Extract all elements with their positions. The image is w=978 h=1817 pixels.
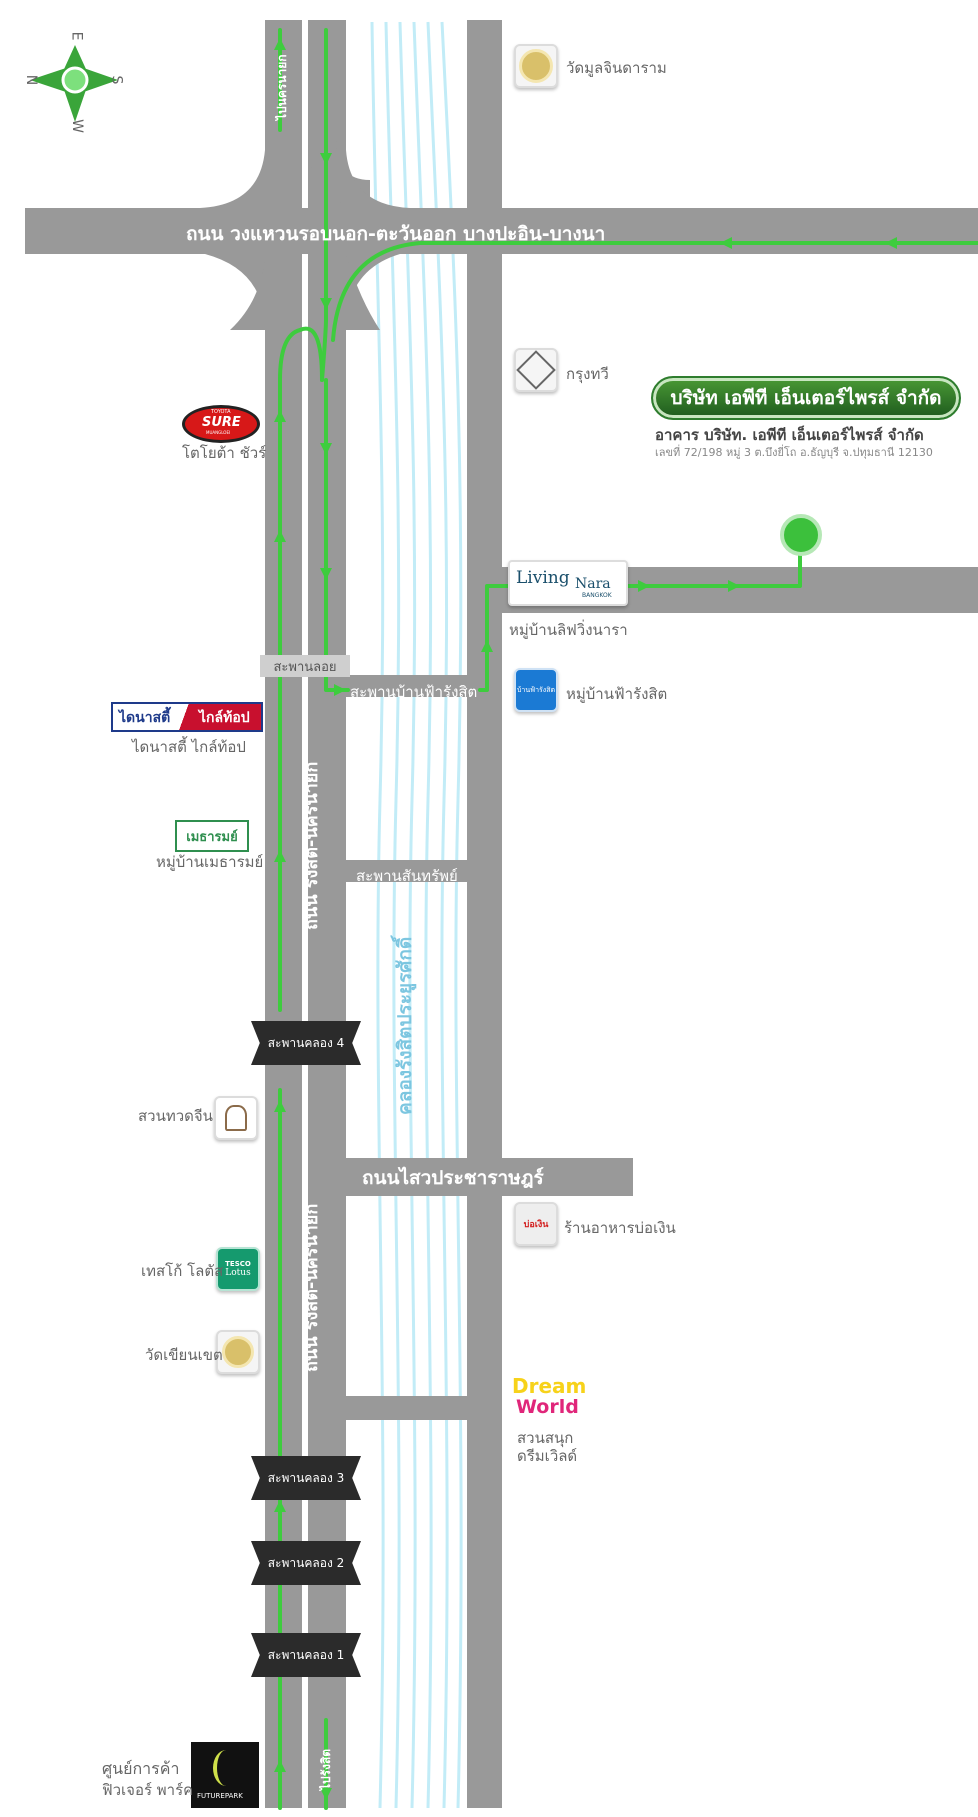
- compass-west: W: [68, 119, 85, 133]
- maethanam-logo: เมธารมย์: [175, 820, 249, 852]
- living-text: Living: [516, 568, 570, 588]
- futurepark-logo-text: FUTUREPARK: [197, 1792, 243, 1800]
- compass-north: N: [23, 74, 40, 86]
- restaurant-label: ร้านอาหารบ่อเงิน: [564, 1219, 676, 1237]
- road-network: [25, 20, 978, 1808]
- destination-marker[interactable]: [780, 514, 822, 556]
- dynasty-label: ไดนาสตี้ ไกล์ท้อป: [132, 738, 246, 756]
- living-nara-logo: Living Nara BANGKOK: [508, 560, 628, 606]
- ring-road-label: ถนน วงแหวนรอบนอก-ตะวันออก บางปะอิน-บางนา: [186, 223, 606, 245]
- route-arrows: [274, 38, 897, 1800]
- dreamworld-label-1: สวนสนุก: [517, 1429, 574, 1447]
- living-sub-text: BANGKOK: [582, 592, 612, 599]
- sai-prachasaat-label: ถนนไสวประชาราษฎร์: [362, 1167, 544, 1189]
- sure-top-text: TOYOTA: [211, 409, 231, 415]
- sure-sub-text: MUANGLOEI: [206, 430, 231, 435]
- maethanam-logo-text: เมธารมย์: [186, 829, 238, 845]
- maethanam-label: หมู่บ้านเมธารมย์: [156, 853, 264, 871]
- krungthavi-label: กรุงทวี: [566, 365, 609, 383]
- krungthavi-logo-icon: [514, 348, 558, 392]
- dreamworld-label-2: ดรีมเวิลด์: [517, 1447, 578, 1465]
- wat-khian-label: วัดเขียนเขต: [145, 1346, 223, 1364]
- living-nara-label: หมู่บ้านลิฟวิ่งนารา: [509, 621, 628, 639]
- restaurant-logo: บ่อเงิน: [514, 1202, 558, 1246]
- canal-water: [370, 21, 463, 1809]
- suan-thuad-logo: [214, 1096, 258, 1140]
- fah-rangsit-village-label: หมู่บ้านฟ้ารังสิต: [566, 685, 668, 703]
- dreamworld-logo: Dream World: [510, 1372, 586, 1422]
- compass-east: E: [68, 31, 85, 41]
- bridge-fah-rangsit: สะพานบ้านฟ้ารังสิต: [350, 683, 478, 701]
- toyota-sure-logo: TOYOTA SURE MUANGLOEI: [182, 405, 260, 443]
- to-nakhon-nayok-label: ไปนครนายก: [275, 54, 289, 120]
- temple-icon: [514, 44, 558, 88]
- dynasty-logo: ไดนาสตี้ ไกล์ท้อป: [111, 702, 263, 732]
- suan-thuad-label: สวนทวดจีน: [138, 1107, 213, 1125]
- route-line: [278, 28, 978, 1810]
- company-badge: บริษัท เอพีที เอ็นเตอร์ไพรส์ จำกัด: [651, 376, 961, 420]
- fah-rangsit-logo: บ้านฟ้ารังสิต: [514, 668, 558, 712]
- dynasty-left-text: ไดนาสตี้: [119, 710, 171, 726]
- company-building: อาคาร บริษัท. เอพีที เอ็นเตอร์ไพรส์ จำกั…: [655, 426, 924, 444]
- restaurant-logo-text: บ่อเงิน: [523, 1220, 549, 1230]
- wat-khian-temple-icon: [216, 1330, 260, 1374]
- compass-icon: [30, 45, 118, 122]
- bridge-khlong-2: สะพานคลอง 2: [251, 1541, 361, 1585]
- futurepark-label-1: ศูนย์การค้า: [102, 1759, 180, 1778]
- fah-rangsit-logo-text: บ้านฟ้ารังสิต: [516, 685, 556, 694]
- bridge-khlong-1: สะพานคลอง 1: [251, 1633, 361, 1677]
- tesco-label: เทสโก้ โลตัส: [141, 1262, 224, 1280]
- wat-mun-label: วัดมูลจินดาราม: [566, 59, 667, 77]
- rangsit-road-upper-label: ถนน รังสิต-นครนายก: [301, 761, 322, 930]
- futurepark-label-2: ฟิวเจอร์ พาร์ค: [102, 1781, 194, 1799]
- nara-text: Nara: [575, 576, 611, 592]
- bridge-khlong-3: สะพานคลอง 3: [251, 1456, 361, 1500]
- toyota-sure-label: โตโยต้า ชัวร์: [182, 444, 267, 462]
- bridge-sap: สะพานสันทรัพย์: [356, 867, 458, 885]
- world-text: World: [516, 1396, 579, 1418]
- sure-main-text: SURE: [202, 415, 241, 430]
- tesco-lotus-logo: TESCO Lotus: [216, 1247, 260, 1291]
- compass-south: S: [108, 75, 125, 85]
- bridge-khlong-4: สะพานคลอง 4: [251, 1021, 361, 1065]
- futurepark-logo: FUTUREPARK: [191, 1742, 259, 1808]
- to-rangsit-label: ไปรังสิต: [319, 1748, 333, 1790]
- bridge-loi: สะพานลอย: [260, 655, 350, 677]
- dream-text: Dream: [512, 1374, 587, 1398]
- canal-label: คลองรังสิตประยูรศักดิ์: [394, 936, 416, 1115]
- rangsit-road-lower-label: ถนน รังสิต-นครนายก: [301, 1203, 322, 1372]
- lotus-text: Lotus: [225, 1268, 251, 1278]
- dynasty-right-text: ไกล์ท้อป: [199, 710, 250, 726]
- tesco-text: TESCO: [225, 1260, 251, 1268]
- company-address: เลขที่ 72/198 หมู่ 3 ต.บึงยี่โถ อ.ธัญบุร…: [655, 446, 933, 459]
